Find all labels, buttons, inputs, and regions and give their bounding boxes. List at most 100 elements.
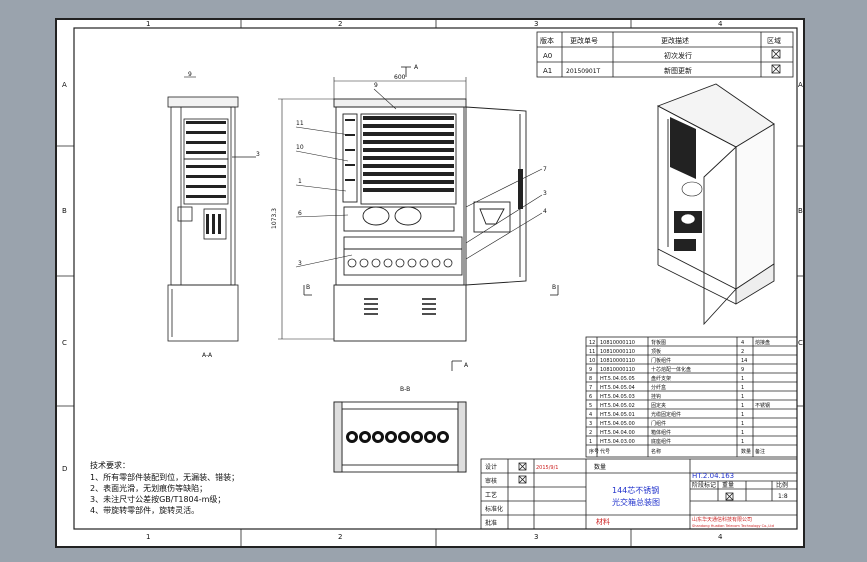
bom-header-name: 名称 [651, 448, 661, 455]
rev-row2-number: 20150901T [566, 68, 601, 75]
bom-cell-code: HT.5.04.04.00 [600, 430, 635, 436]
inner-border [73, 27, 798, 530]
view-arrow-b-right: B [552, 284, 556, 291]
bom-header-code: 代号 [600, 448, 610, 455]
bom-cell-code: HT.5.04.05.02 [600, 403, 635, 409]
bom-cell-no: 7 [589, 385, 592, 391]
bom-cell-code: 10810000110 [600, 367, 635, 373]
revision-table [536, 31, 794, 78]
company-name-en: Shandong Huatian Telecom Technology Co.,… [692, 524, 774, 528]
view-arrow-b-left: B [306, 284, 310, 291]
bom-cell-no: 2 [589, 430, 592, 436]
callout-4: 4 [543, 208, 547, 215]
zone-col-1: 1 [146, 20, 150, 28]
bom-cell-no: 3 [589, 421, 592, 427]
zone-row-c-r: C [798, 339, 803, 347]
dim-height: 1073.3 [271, 208, 278, 229]
technical-requirements: 技术要求： 1、所有零部件装配到位，无漏装、错装； 2、表面光滑，无划痕伤等缺陷… [90, 460, 239, 515]
view-arrow-a-bottom: A [464, 362, 469, 369]
bom-cell-name: 门板组件 [651, 357, 671, 364]
zone-col-4: 4 [718, 20, 723, 28]
bom-cell-name: 固定夹 [651, 402, 666, 409]
bom-cell-name: 顶板 [651, 348, 661, 355]
section-b-label: B-B [400, 386, 410, 393]
rev-header-version: 版本 [540, 36, 554, 45]
drawing-sheet: 1 2 3 4 1 2 3 4 A B C D A B C 版本 更改单号 更改… [55, 18, 805, 548]
callout-a-9: 9 [188, 71, 192, 78]
zone-row-c: C [62, 339, 67, 347]
rev-row2-version: A1 [543, 67, 552, 75]
bom-cell-no: 8 [589, 376, 592, 382]
bom-cell-name: 盘纤支架 [651, 375, 671, 382]
callout-a-3: 3 [256, 151, 260, 158]
title-block [480, 458, 798, 530]
tb-design-label: 设计 [485, 463, 497, 471]
zone-row-a: A [62, 81, 67, 89]
bom-cell-note: 不锈钢 [755, 402, 770, 409]
bom-cell-no: 1 [589, 439, 592, 445]
tech-note-3: 3、未注尺寸公差按GB/T1804-m级； [90, 494, 225, 504]
bom-cell-code: HT.5.04.05.04 [600, 385, 635, 391]
tech-note-2: 2、表面光滑，无划痕伤等缺陷； [90, 483, 207, 493]
zone-col-2b: 2 [338, 533, 342, 541]
bom-cell-name: 箱体组件 [651, 429, 671, 436]
bom-header-note: 备注 [755, 448, 765, 455]
bom-cell-name: 底座组件 [651, 438, 671, 445]
dim-width: 600 [394, 74, 406, 81]
bom-cell-code: HT.5.04.03.00 [600, 439, 635, 445]
rev-row1-desc: 初次发行 [664, 51, 692, 60]
zone-row-d: D [62, 465, 67, 473]
tb-weight-label: 重量 [722, 481, 734, 489]
callout-7: 7 [543, 166, 547, 173]
tb-standard-label: 标准化 [485, 505, 503, 513]
bom-cell-code: 10810000110 [600, 358, 635, 364]
section-view-b [333, 401, 467, 473]
drawing-number: HT.2.04.163 [692, 472, 734, 480]
bom-cell-qty: 1 [741, 421, 744, 427]
tb-approve-label: 批准 [485, 519, 497, 527]
company-name-cn: 山东华天通信科技有限公司 [692, 516, 752, 523]
bom-cell-qty: 1 [741, 403, 744, 409]
bom-cell-qty: 1 [741, 430, 744, 436]
bom-cell-name: 背板图 [651, 339, 666, 346]
bom-header-qty: 数量 [741, 448, 751, 455]
zone-row-b-r: B [798, 207, 803, 215]
product-title-2: 光交箱总装图 [612, 497, 660, 507]
callout-10: 10 [296, 144, 304, 151]
bom-cell-qty: 14 [741, 358, 747, 364]
rev-header-number: 更改单号 [570, 36, 598, 45]
section-view-a [167, 96, 239, 342]
bom-cell-qty: 1 [741, 394, 744, 400]
bom-cell-qty: 9 [741, 367, 744, 373]
tb-qty-label: 数量 [594, 463, 606, 471]
bom-cell-no: 12 [589, 340, 595, 346]
tb-process-label: 工艺 [485, 491, 497, 499]
bom-cell-qty: 1 [741, 412, 744, 418]
callout-6: 6 [298, 210, 302, 217]
tb-review-label: 审核 [485, 477, 497, 485]
bom-cell-code: HT.5.04.05.03 [600, 394, 635, 400]
bom-cell-note: 熔接盘 [755, 339, 770, 346]
rev-header-zone: 区域 [767, 36, 781, 45]
zone-row-b: B [62, 207, 67, 215]
bom-cell-name: 挂钩 [651, 393, 661, 400]
callout-9: 9 [374, 82, 378, 89]
bom-cell-qty: 1 [741, 439, 744, 445]
bom-cell-no: 11 [589, 349, 595, 355]
bom-header-no: 序号 [589, 448, 599, 455]
tb-stage-label: 阶段标记 [692, 481, 716, 489]
callout-11: 11 [296, 120, 304, 127]
view-arrow-a: A [414, 64, 419, 71]
zone-col-2: 2 [338, 20, 342, 28]
callout-3b: 3 [543, 190, 547, 197]
zone-row-a-r: A [798, 81, 803, 89]
tech-notes-title: 技术要求： [90, 460, 130, 470]
zone-col-4b: 4 [718, 533, 723, 541]
rev-row1-version: A0 [543, 52, 552, 60]
bom-cell-name: 光缆固定组件 [651, 411, 681, 418]
zone-col-3b: 3 [534, 533, 538, 541]
tech-note-4: 4、带旋转零部件，旋转灵活。 [90, 505, 199, 515]
bom-cell-qty: 1 [741, 385, 744, 391]
material-label: 材料 [596, 517, 610, 526]
callout-1: 1 [298, 178, 302, 185]
